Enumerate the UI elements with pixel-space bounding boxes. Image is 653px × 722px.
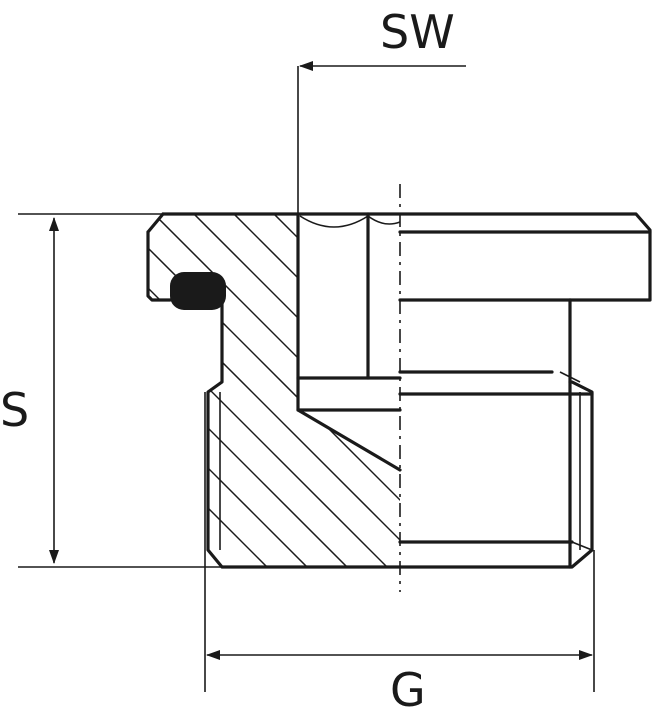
g-dimension: G [204,392,595,717]
sw-dimension: SW [297,5,466,214]
head-outline [146,212,652,302]
o-ring-seal [170,272,226,310]
sw-label: SW [380,5,455,59]
g-label: G [390,663,426,717]
s-label: S [0,383,29,437]
s-dimension: S [0,213,222,568]
hex-socket-outline [296,212,402,472]
section-hatching [148,214,400,567]
plug-outline [146,212,652,569]
